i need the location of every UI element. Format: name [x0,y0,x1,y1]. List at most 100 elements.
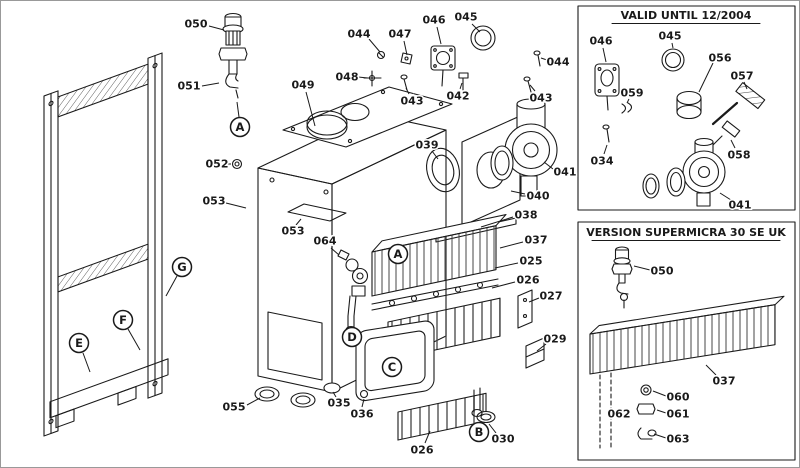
filling-valve [218,12,248,99]
leader-line-059 [626,98,630,104]
inset1-title: VALID UNTIL 12/2004 [621,9,752,22]
gas-manifold [371,278,499,311]
part-label-045: 045 [659,30,682,43]
leader-line-051 [201,82,220,87]
leader-line-046 [602,47,607,63]
leader-line-039 [431,150,439,160]
side-ring [231,158,243,170]
part-label-063: 063 [667,433,690,446]
part-label-062: 062 [608,408,631,421]
flue-gasket [426,147,460,193]
part-label-043: 043 [530,92,553,105]
callout-circle-A [387,243,409,265]
part-label-052: 052 [206,158,229,171]
part-label-064: 064 [314,235,337,248]
leader-line-043 [405,87,410,95]
callout-circle-E [68,332,90,354]
callout-letter-B: B [475,425,484,439]
leader-line-037 [705,364,717,376]
part-label-060: 060 [667,391,690,404]
inset1-art [594,48,766,207]
leader-line-045 [471,23,481,33]
leader-line-038 [480,216,514,228]
callout-letter-F: F [119,313,127,327]
callout-circle-C [381,356,403,378]
part-label-036: 036 [351,408,374,421]
callout-circle-F [112,309,134,331]
callout-letter-G: G [177,260,186,274]
inset-valid-until: VALID UNTIL 12/2004 [577,5,796,211]
part-label-053: 053 [282,225,305,238]
part-label-027: 027 [540,290,563,303]
heat-exchanger [371,213,507,297]
leader-line-063 [653,433,667,439]
callout-circle-A [229,116,251,138]
callout-letter-A: A [394,247,403,261]
leader-line-055 [246,397,261,406]
leader-line-026 [491,281,516,289]
callout-leader-G [165,275,178,297]
callout-letter-A: A [236,120,245,134]
part-label-055: 055 [223,401,246,414]
leader-line-048 [357,76,369,79]
part-label-030: 030 [492,433,515,446]
top-panel [282,86,453,148]
leader-line-057 [743,81,748,90]
part-label-051: 051 [178,80,201,93]
support-bracket [525,337,545,369]
callout-leader-A [236,101,240,118]
callout-circle-B [468,421,490,443]
part-label-035: 035 [328,397,351,410]
part-label-048: 048 [336,71,359,84]
part-label-046: 046 [590,35,613,48]
return-pipe [471,387,483,418]
leader-line-058 [730,139,736,149]
leader-line-050 [208,25,225,31]
part-label-057: 057 [731,70,754,83]
part-label-053: 053 [203,195,226,208]
part-label-045: 045 [455,11,478,24]
leader-line-060 [652,390,667,397]
part-label-050: 050 [651,265,674,278]
part-label-037: 037 [713,375,736,388]
leader-line-049 [305,91,316,127]
leader-line-045 [671,42,674,49]
part-label-058: 058 [728,149,751,162]
callout-letter-C: C [388,360,396,374]
leader-line-026 [424,430,431,444]
leader-line-043 [529,84,536,92]
part-label-047: 047 [389,28,412,41]
leader-line-053 [295,218,302,226]
inset2-title: VERSION SUPERMICRA 30 SE UK [586,226,786,239]
leader-line-046 [436,26,442,45]
leader-line-040 [510,190,526,195]
leader-line-064 [330,247,340,256]
part-label-061: 061 [667,408,690,421]
small-fittings [363,25,541,93]
part-label-039: 039 [416,139,439,152]
leader-line-027 [528,297,540,303]
leader-line-025 [494,262,519,269]
leader-line-037 [499,241,524,249]
leader-line-061 [656,409,667,414]
callout-letter-D: D [347,330,357,344]
leader-line-056 [698,62,714,93]
part-label-046: 046 [423,14,446,27]
part-label-049: 049 [292,79,315,92]
part-label-044: 044 [348,28,371,41]
leader-line-035 [332,391,337,398]
hydraulic-group [337,249,369,335]
callout-circle-D [341,326,363,348]
part-label-056: 056 [709,52,732,65]
leader-line-042 [459,82,463,90]
leader-line-047 [403,40,408,56]
part-label-034: 034 [591,155,614,168]
part-label-026: 026 [411,444,434,457]
side-strip [517,289,533,329]
part-label-050: 050 [185,18,208,31]
part-label-037: 037 [525,234,548,247]
leader-line-034 [603,144,608,155]
leader-line-030 [488,423,497,434]
